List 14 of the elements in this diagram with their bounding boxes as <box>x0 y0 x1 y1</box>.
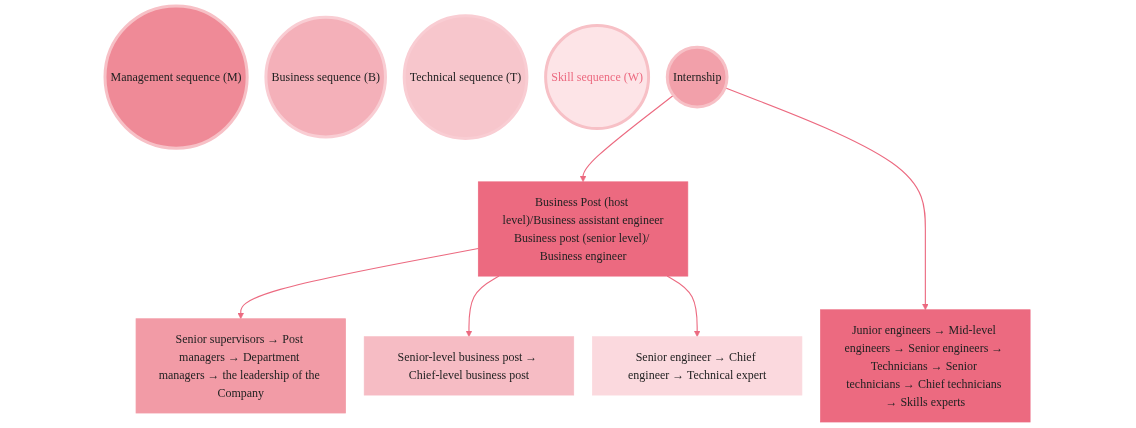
node-circle: Skill sequence (W) <box>544 24 651 131</box>
node-box: Junior engineers → Mid-level engineers → Senior engineers → Technicians → Senior technicians → Chief technicians → Skills experts <box>820 309 1031 423</box>
node-box: Senior engineer → Chief engineer → Technical expert <box>592 336 803 396</box>
node-circle: Internship <box>666 45 729 109</box>
node-box: Business Post (host level)/Business assistant engineer Business post (senior level)/ Business engineer <box>478 181 689 277</box>
arrow <box>667 275 701 337</box>
node-circle: Management sequence (M) <box>103 4 250 150</box>
arrow <box>466 275 500 337</box>
node-circle: Technical sequence (T) <box>403 14 529 140</box>
node-box: Senior-level business post → Chief-level business post <box>364 336 575 396</box>
node-box: Senior supervisors → Post managers → Department managers → the leadership of the Company <box>136 318 347 414</box>
arrow <box>580 94 675 183</box>
node-circle: Business sequence (B) <box>264 15 388 139</box>
arrow <box>237 248 480 320</box>
